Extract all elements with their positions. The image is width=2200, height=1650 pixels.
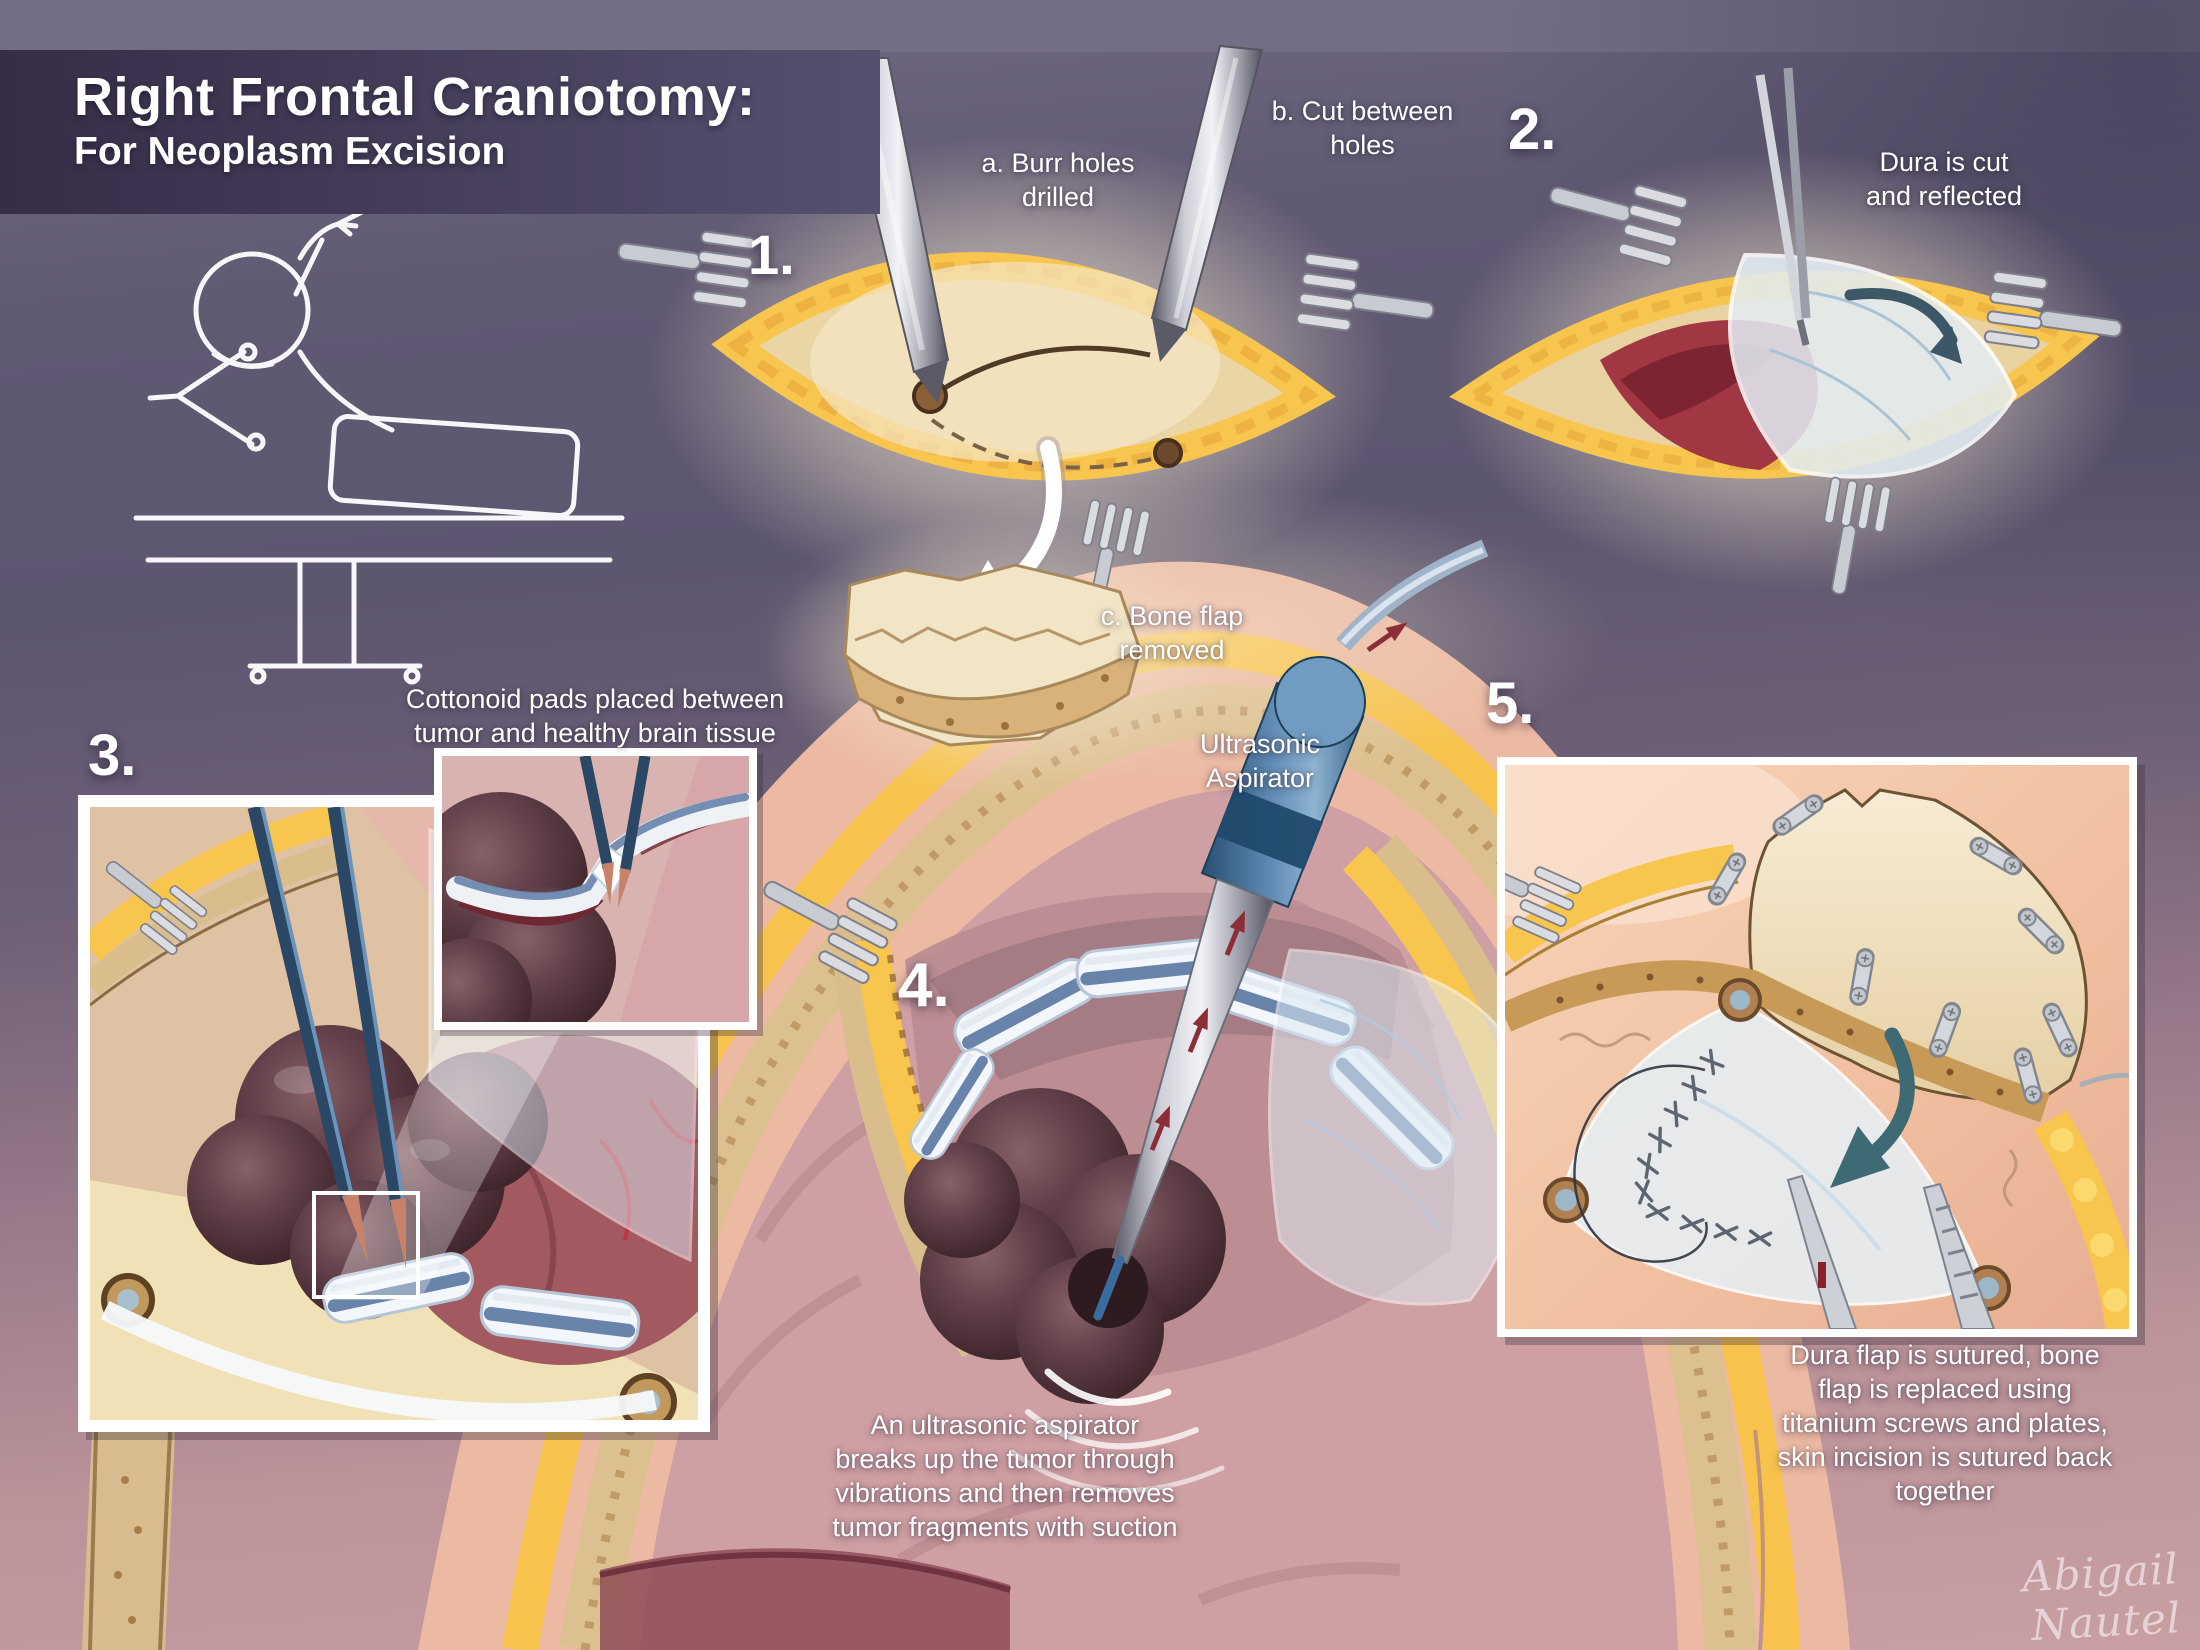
burr-hole (1153, 438, 1183, 468)
title-banner: Right Frontal Craniotomy: For Neoplasm E… (0, 50, 880, 214)
step2-scene (1449, 67, 2128, 601)
step2-number: 2. (1508, 97, 1557, 162)
artist-signature: Abigail Nautel (2020, 1544, 2183, 1650)
needle-driver (1786, 1174, 1858, 1329)
caption-step5: Dura flap is sutured, bone flap is repla… (1777, 1340, 2113, 1506)
step3-number: 3. (88, 723, 137, 788)
step5-panel (1497, 757, 2145, 1345)
label-bone-flap-removed: c. Bone flap removed (1100, 601, 1244, 665)
step4-scene (745, 539, 1652, 1494)
poster-subtitle: For Neoplasm Excision (74, 130, 506, 173)
skin-crease (1753, 1429, 1766, 1650)
poster-title: Right Frontal Craniotomy: (74, 67, 756, 127)
dura-scissors (1755, 67, 1811, 346)
label-ultrasonic-aspirator: Ultrasonic Aspirator (1199, 729, 1321, 793)
skull-edge-strip (82, 1431, 175, 1650)
label-cottonoid-pads: Cottonoid pads placed between tumor and … (405, 684, 785, 748)
suture-thread (1573, 1064, 1708, 1263)
label-cut-between-holes: b. Cut between holes (1271, 96, 1454, 160)
tumor (904, 1088, 1226, 1404)
step4-number: 4. (898, 951, 950, 1020)
arrow-dura (1844, 287, 1962, 364)
bone-flap-piece (842, 563, 1143, 747)
label-burr-holes: a. Burr holes drilled (981, 148, 1135, 212)
patient-position-sketch (133, 209, 625, 685)
dura-flap (1268, 948, 1528, 1306)
vibration-arcs (1009, 1368, 1225, 1494)
ultrasonic-aspirator (1093, 539, 1489, 1321)
arrow-dura-closure (1830, 1027, 1915, 1188)
step5-number: 5. (1486, 671, 1535, 736)
forceps (1922, 1182, 1996, 1329)
sutured-dura-flap (1560, 1000, 1988, 1306)
caption-step4: An ultrasonic aspirator breaks up the tu… (832, 1410, 1178, 1542)
inset-source-box (312, 1191, 420, 1299)
cottonoid-inset-panel (434, 748, 763, 1036)
label-dura-cut-reflected: Dura is cut and reflected (1865, 147, 2023, 211)
microinstruments (247, 807, 406, 1268)
step1-number: 1. (748, 223, 795, 286)
craniotome (1150, 44, 1264, 362)
